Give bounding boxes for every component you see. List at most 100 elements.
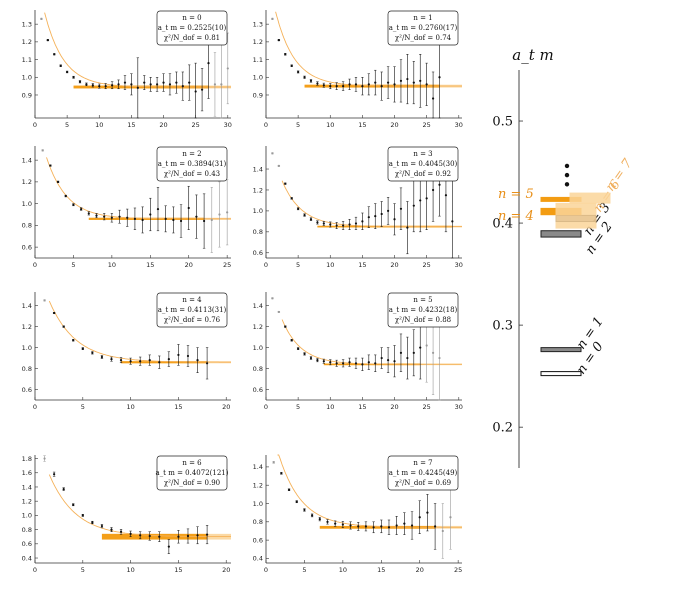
data-point — [431, 351, 435, 354]
data-point — [322, 222, 325, 225]
data-point — [280, 472, 283, 475]
y-tick-label: 1.8 — [22, 455, 32, 463]
data-point — [119, 530, 123, 533]
y-tick-label: 1.0 — [253, 344, 263, 352]
data-point — [95, 214, 98, 217]
data-point — [309, 79, 313, 82]
ellipsis-dot — [564, 182, 570, 187]
data-point — [218, 213, 221, 216]
data-point — [367, 83, 370, 86]
data-point — [431, 97, 435, 100]
data-point — [187, 206, 190, 210]
x-tick-label: 10 — [95, 121, 103, 129]
y-tick-label: 1.4 — [22, 156, 32, 164]
data-point — [271, 152, 274, 155]
y-tick-label: 0.4 — [253, 555, 263, 563]
data-point — [103, 215, 106, 218]
x-tick-label: 10 — [326, 121, 334, 129]
data-point — [186, 534, 190, 538]
y-tick-label: 1.6 — [22, 469, 32, 477]
data-point — [72, 76, 75, 79]
data-point — [91, 84, 94, 87]
data-point — [361, 220, 364, 223]
plateau-band — [88, 217, 205, 220]
data-point — [149, 83, 152, 86]
data-point — [425, 83, 428, 86]
y-tick-label: 1.2 — [253, 482, 263, 490]
x-tick-label: 20 — [185, 261, 193, 269]
data-point — [81, 514, 84, 517]
data-point — [53, 473, 56, 476]
y-tick-label: 1.2 — [253, 323, 263, 331]
plateau-band — [319, 525, 436, 529]
fit-info-box — [387, 292, 459, 328]
data-point — [139, 360, 142, 363]
data-point — [426, 511, 429, 514]
data-point — [40, 17, 43, 20]
data-point — [374, 215, 377, 218]
x-tick-label: 0 — [264, 261, 268, 269]
x-tick-label: 25 — [423, 261, 431, 269]
data-point — [386, 81, 390, 84]
data-point — [156, 207, 160, 211]
data-point — [329, 85, 332, 88]
data-point — [284, 325, 287, 328]
y-tick-label: 1.2 — [22, 38, 32, 46]
y-tick-label: 1.1 — [22, 56, 32, 64]
fit-info-line: a_t m = 0.4045(30) — [389, 160, 458, 168]
data-point — [412, 81, 415, 84]
y-tick-label: 0.6 — [253, 386, 263, 394]
fit-info-line: χ²/N_dof = 0.74 — [395, 34, 452, 42]
fit-info-line: a_t m = 0.2525(10) — [158, 24, 227, 32]
data-point — [374, 81, 377, 84]
data-point — [155, 83, 159, 86]
data-point — [162, 81, 165, 84]
data-point — [342, 224, 345, 227]
data-point — [335, 362, 338, 365]
data-point — [433, 525, 437, 528]
data-point — [354, 362, 358, 365]
data-point — [100, 524, 104, 528]
x-tick-label: 10 — [326, 261, 334, 269]
x-tick-label: 0 — [33, 121, 37, 129]
x-tick-label: 5 — [65, 121, 69, 129]
y-tick-label: 0.8 — [253, 518, 263, 526]
data-point — [78, 80, 82, 83]
data-point — [148, 359, 151, 362]
data-point — [194, 90, 197, 93]
data-point — [179, 219, 183, 223]
data-point — [361, 363, 364, 366]
x-tick-label: 10 — [126, 566, 134, 574]
fit-info-box — [387, 10, 459, 46]
data-point — [129, 532, 132, 535]
x-tick-label: 20 — [390, 261, 398, 269]
data-point — [98, 85, 101, 88]
data-point — [311, 514, 314, 517]
data-point — [202, 219, 206, 223]
data-point — [284, 182, 287, 185]
data-point — [393, 218, 396, 221]
data-point — [164, 217, 167, 220]
data-point — [149, 213, 152, 216]
x-tick-label: 0 — [264, 121, 268, 129]
fit-info-line: n = 0 — [182, 14, 201, 22]
y-tick-label: 1.0 — [22, 344, 32, 352]
fit-info-line: χ²/N_dof = 0.81 — [164, 34, 220, 42]
x-tick-label: 5 — [296, 261, 300, 269]
fit-info-box — [387, 455, 459, 491]
data-point — [386, 359, 390, 362]
fit-info-line: a_t m = 0.4232(18) — [389, 306, 458, 314]
x-tick-label: 0 — [33, 261, 37, 269]
data-point — [62, 325, 65, 328]
y-tick-label: 1.0 — [253, 74, 263, 82]
y-tick-label: 1.4 — [22, 302, 32, 310]
fit-info-line: n = 7 — [413, 459, 432, 467]
data-point — [129, 360, 132, 363]
data-point — [277, 310, 280, 314]
x-tick-label: 30 — [455, 121, 463, 129]
x-tick-label: 15 — [358, 121, 366, 129]
